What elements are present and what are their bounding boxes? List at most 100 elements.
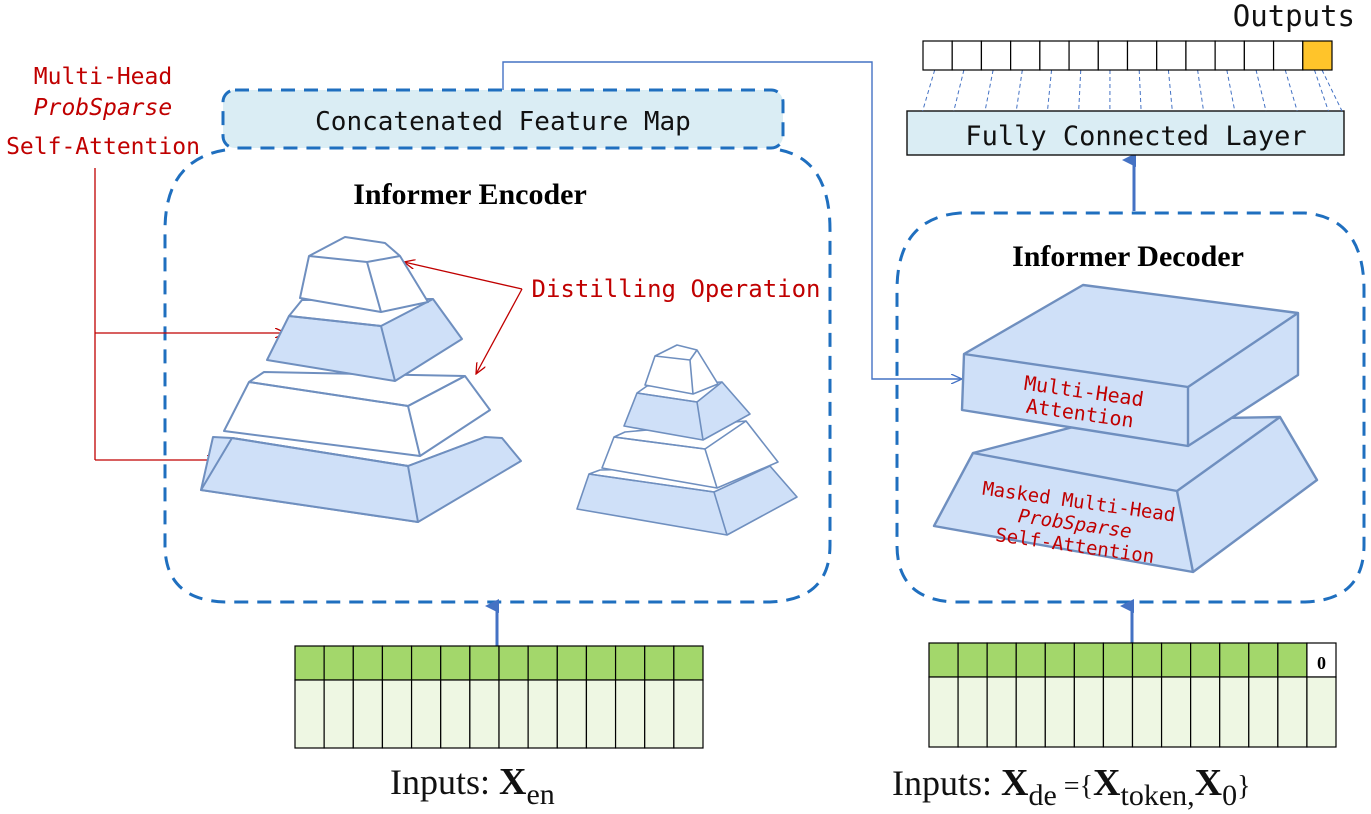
output-cell	[1097, 40, 1129, 71]
encoder-feature-cell	[527, 679, 558, 749]
encoder-token-cell	[323, 645, 354, 681]
encoder-caption-prefix: Inputs:	[390, 762, 499, 802]
output-cell	[1214, 40, 1245, 71]
output-cell	[951, 40, 983, 71]
decoder-token-cell	[1102, 642, 1134, 678]
decoder-caption-token-var: X	[1093, 762, 1120, 804]
decoder-input-caption: Inputs: Xde ={Xtoken,X0}	[892, 762, 1251, 812]
encoder-feature-cell	[410, 679, 442, 749]
decoder-caption-zero-var: X	[1195, 762, 1222, 804]
encoder-caption-sub: en	[526, 778, 554, 811]
fc-output-connection	[1015, 69, 1023, 112]
decoder-feature-cell	[986, 676, 1017, 748]
decoder-masked-attention-block	[932, 415, 1319, 574]
output-cell	[1039, 40, 1070, 71]
attention-note-line2: ProbSparse	[34, 95, 172, 121]
decoder-feature-cell	[928, 676, 959, 748]
encoder-to-decoder-connector	[502, 61, 962, 379]
decoder-feature-cell	[1160, 676, 1192, 748]
fc-output-connection	[953, 69, 965, 112]
output-sequence-grid	[922, 40, 1333, 71]
decoder-input-grid: 0	[928, 642, 1337, 748]
pyramid-large-layer-4	[200, 436, 522, 523]
output-cell	[922, 40, 953, 71]
concatenated-feature-map-panel	[221, 88, 785, 150]
attention-note-line3: Self-Attention	[6, 134, 200, 160]
encoder-token-cell	[614, 645, 646, 681]
encoder-pyramid-large	[200, 236, 522, 523]
decoder-token-cell	[1131, 642, 1163, 678]
decoder-caption-eq: ={	[1057, 771, 1093, 802]
encoder-feature-cell	[323, 679, 354, 749]
decoder-token-cell	[1190, 642, 1221, 678]
decoder-caption-var: X	[1001, 762, 1028, 804]
encoder-feature-cell	[381, 679, 413, 749]
fc-output-connection	[1167, 69, 1173, 112]
decoder-token-cell	[1277, 642, 1308, 678]
encoder-feature-cell	[294, 679, 325, 749]
output-cell	[1156, 40, 1187, 71]
encoder-feature-cell	[614, 679, 646, 749]
encoder-feature-cell	[498, 679, 529, 749]
pyramid-large-layer-1	[299, 236, 429, 313]
decoder-feature-cell	[957, 676, 988, 748]
fc-output-connection	[922, 69, 936, 112]
fc-to-output-connections	[922, 69, 1343, 112]
fc-output-connection	[1197, 69, 1205, 112]
encoder-container	[163, 148, 832, 604]
decoder-feature-cell	[1190, 676, 1221, 748]
decoder-feature-cell	[1073, 676, 1105, 748]
decoder-token-cell	[957, 642, 988, 678]
fc-output-connection	[1313, 69, 1329, 112]
encoder-feature-cell	[673, 679, 704, 749]
encoder-feature-cell	[556, 679, 588, 749]
decoder-token-cell	[928, 642, 959, 678]
encoder-caption-var: X	[499, 761, 526, 803]
fc-output-connection	[1284, 69, 1298, 112]
distilling-arrow-top	[404, 262, 523, 290]
fc-output-connection	[1321, 69, 1343, 112]
decoder-token-cell	[1306, 642, 1337, 678]
fc-output-connection	[1226, 69, 1236, 112]
encoder-pyramid-small	[576, 344, 798, 536]
decoder-token-cell	[1044, 642, 1075, 678]
outputs-label: Outputs	[1233, 0, 1355, 33]
encoder-input-caption: Inputs: Xen	[390, 761, 555, 811]
encoder-token-cell	[352, 645, 384, 681]
encoder-feature-cell	[352, 679, 384, 749]
fully-connected-layer-label: Fully Connected Layer	[965, 121, 1306, 152]
pyramid-small-layer-3	[601, 420, 779, 489]
decoder-token-cell	[1073, 642, 1105, 678]
fully-connected-layer-box	[906, 110, 1345, 156]
decoder-multihead-attention-block	[960, 283, 1300, 448]
decoder-caption-zero-sub: 0	[1222, 779, 1237, 812]
encoder-token-cell	[527, 645, 558, 681]
decoder-feature-cell	[1102, 676, 1134, 748]
encoder-input-grid	[294, 645, 704, 749]
output-cell	[1126, 40, 1158, 71]
encoder-token-cell	[381, 645, 413, 681]
fc-output-connection	[984, 69, 994, 112]
decoder-token-cell	[1160, 642, 1192, 678]
decoder-caption-token-sub: token,	[1120, 779, 1194, 812]
decoder-feature-cell	[1044, 676, 1075, 748]
fc-output-connection	[1138, 69, 1142, 112]
decoder-title: Informer Decoder	[1012, 240, 1244, 273]
encoder-token-cell	[440, 645, 471, 681]
decoder-token-cell	[1015, 642, 1046, 678]
decoder-caption-close: }	[1237, 771, 1250, 802]
decoder-token-cell	[986, 642, 1017, 678]
decoder-feature-cell	[1277, 676, 1308, 748]
encoder-token-cell	[585, 645, 617, 681]
fc-output-connection	[1255, 69, 1267, 112]
output-cell-highlighted	[1302, 40, 1333, 71]
encoder-token-cell	[556, 645, 588, 681]
decoder-feature-cell	[1219, 676, 1250, 748]
decoder-feature-cell	[1248, 676, 1279, 748]
output-cell	[1010, 40, 1041, 71]
encoder-token-cell	[469, 645, 500, 681]
attention-note-line1: Multi-Head	[34, 64, 172, 90]
decoder-caption-prefix: Inputs:	[892, 763, 1001, 803]
